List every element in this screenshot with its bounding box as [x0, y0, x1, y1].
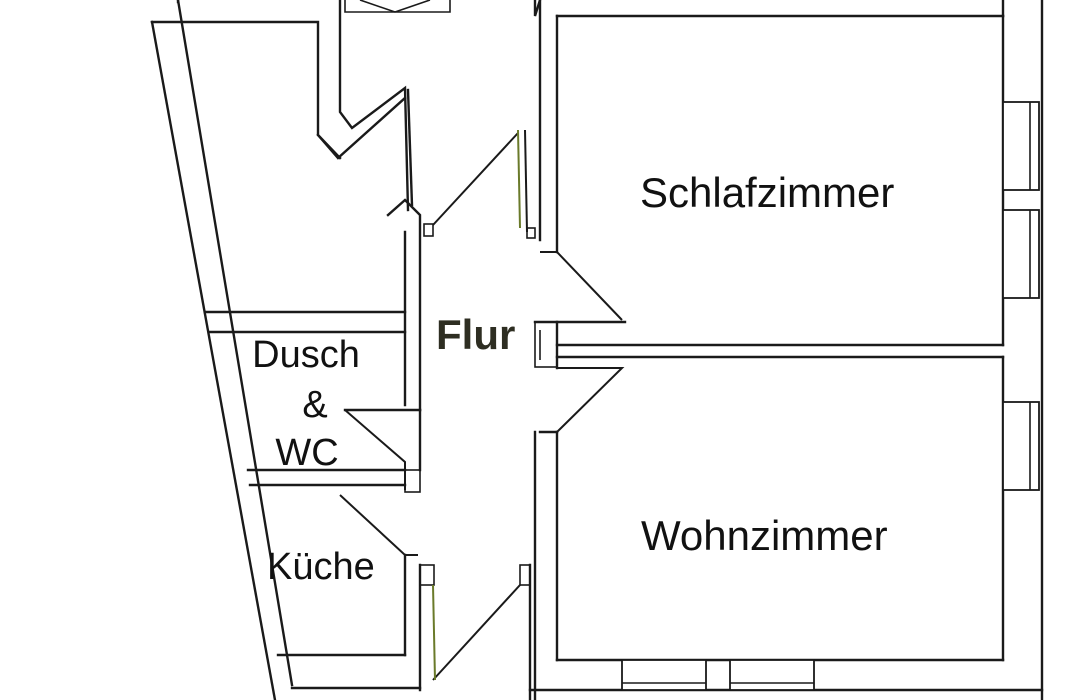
outer-left-wall [150, 0, 294, 700]
room-label-wc: WC [275, 432, 339, 474]
center-wall-top [533, 0, 559, 254]
room-label-dusch: Dusch [252, 334, 360, 376]
room-label-wohnzimmer: Wohnzimmer [641, 512, 888, 559]
schlafzimmer-door [533, 251, 627, 370]
flur-left-wall [386, 198, 434, 412]
flur-bottom-door [432, 584, 521, 681]
center-wall-bottom [519, 430, 559, 700]
schlafzimmer-walls [555, 0, 1044, 700]
room-label-dusch-amp: & [302, 384, 328, 426]
kueche-walls [276, 494, 435, 692]
right-windows [1002, 101, 1040, 491]
flur-top-door [432, 129, 536, 239]
stair-entry [344, 0, 451, 13]
wall-notch [316, 88, 414, 207]
room-label-kueche: Küche [267, 546, 375, 588]
bottom-windows [621, 659, 815, 691]
wohnzimmer-door [538, 367, 625, 434]
dusch-wc-walls [203, 310, 422, 493]
room-label-schlafzimmer: Schlafzimmer [640, 169, 895, 216]
top-left-wall [150, 0, 410, 212]
room-label-flur: Flur [436, 311, 516, 358]
